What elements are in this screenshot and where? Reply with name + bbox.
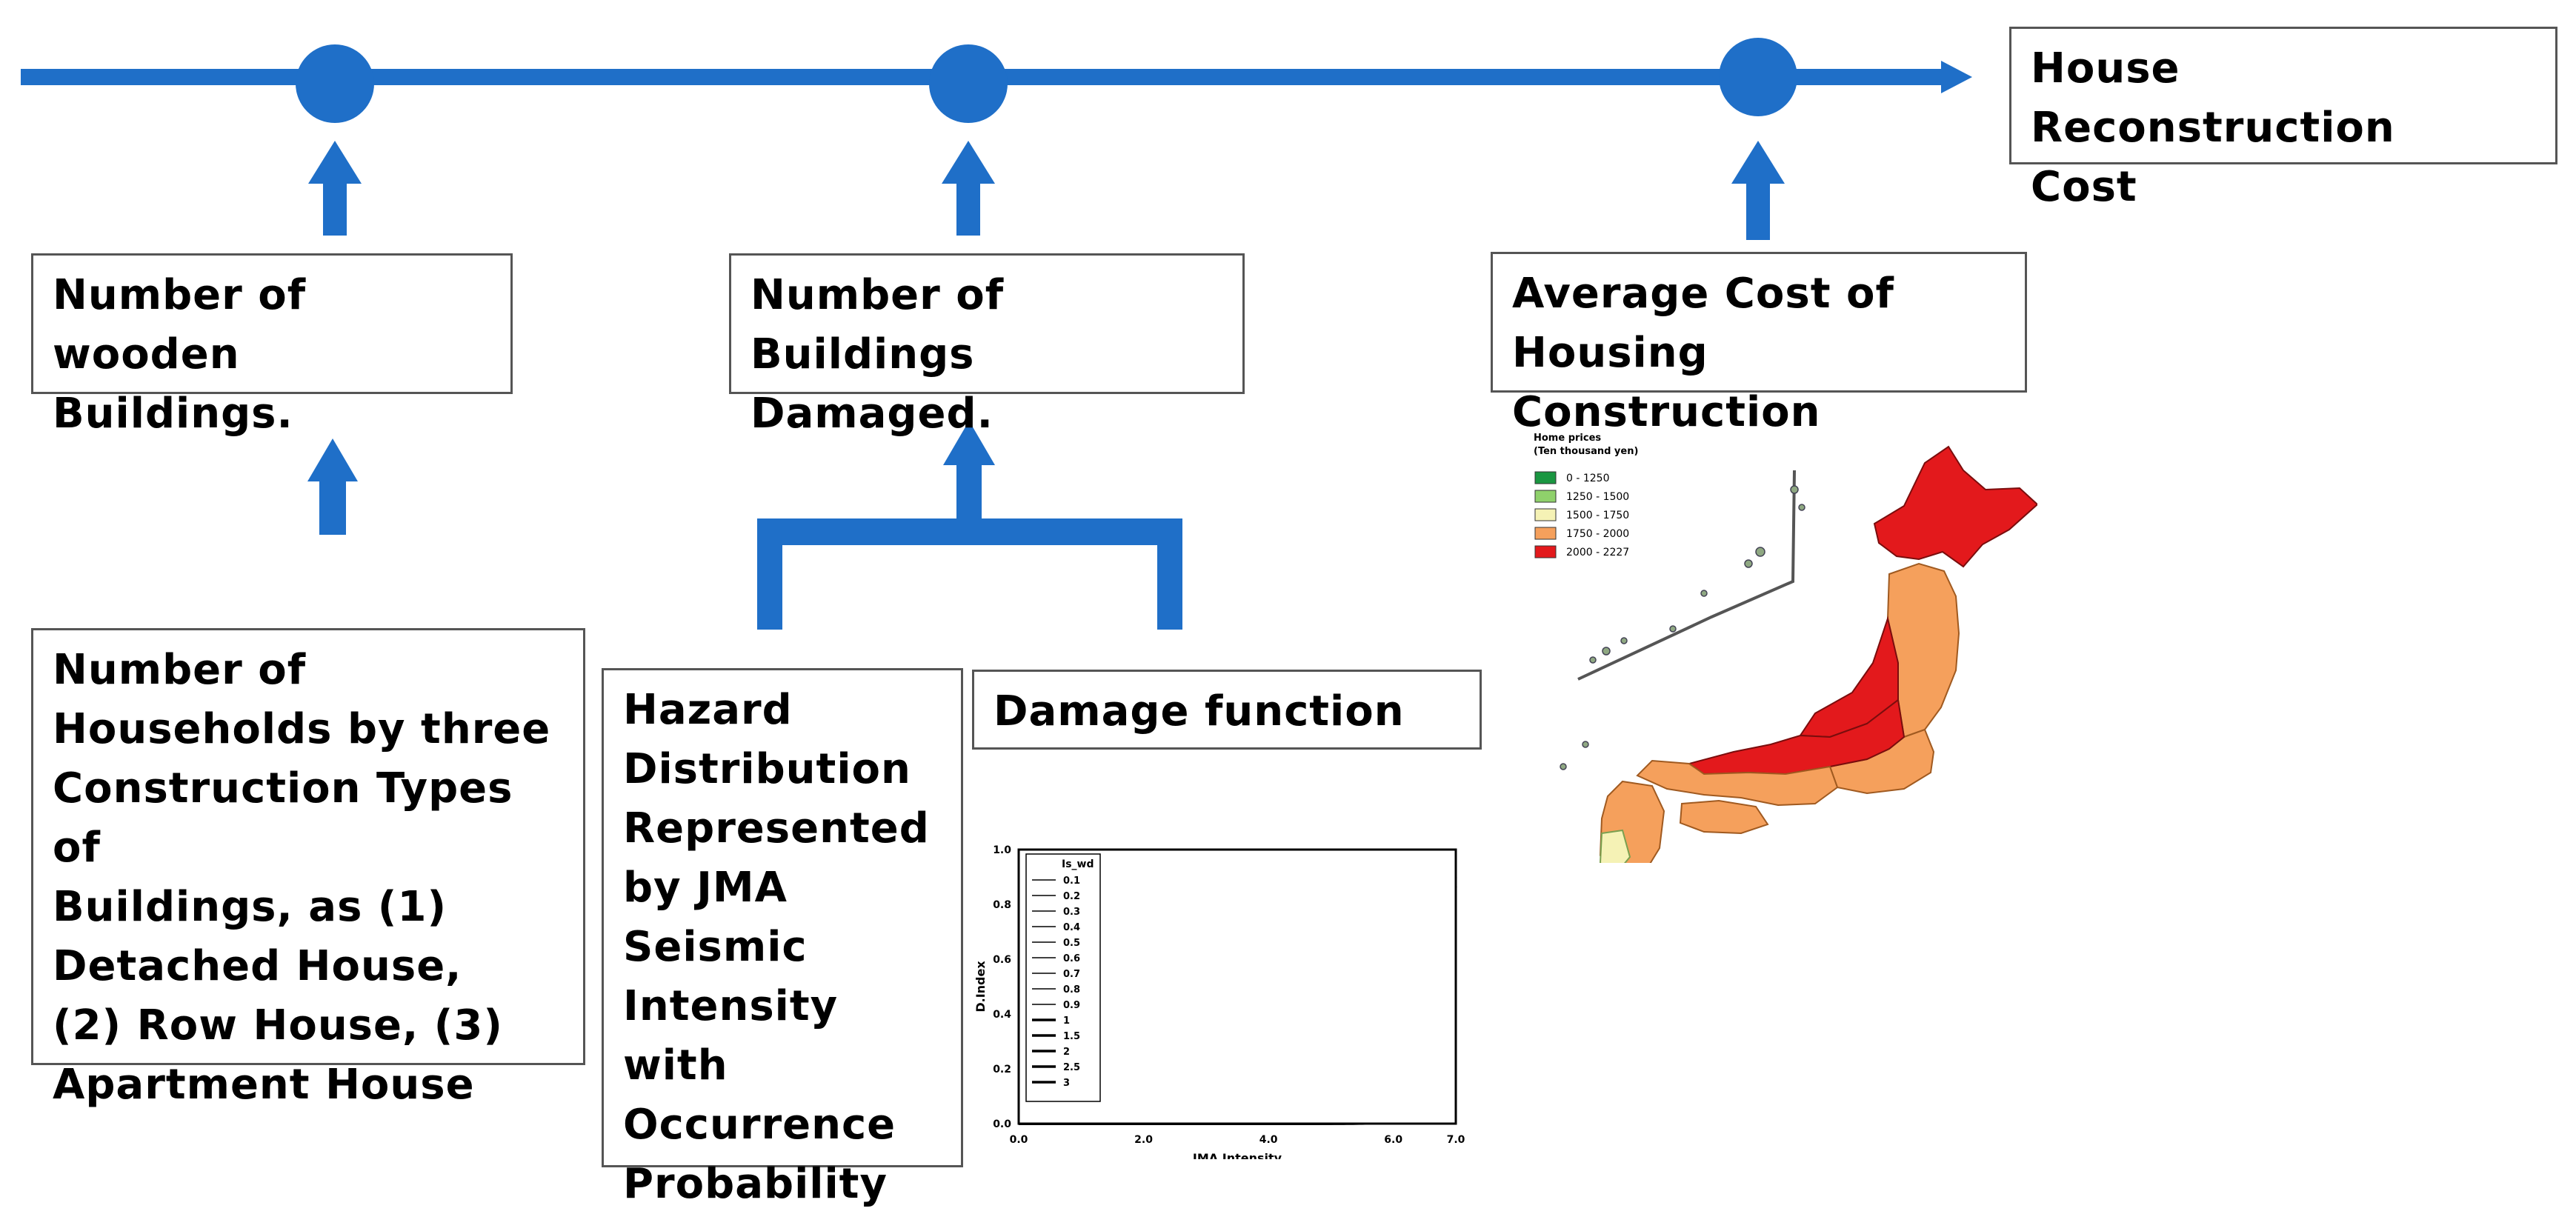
chart-y-axis-label: D.Index bbox=[974, 961, 988, 1013]
map-legend-label: 2000 - 2227 bbox=[1566, 547, 1629, 558]
map-legend-swatch bbox=[1534, 471, 1557, 484]
up-arrow-3 bbox=[1731, 141, 1785, 240]
chart-y-tick-label: 1.0 bbox=[993, 844, 1011, 856]
chart-legend-label: 0.1 bbox=[1063, 876, 1080, 887]
map-legend-label: 1500 - 1750 bbox=[1566, 510, 1629, 521]
chart-legend-label: 2.5 bbox=[1063, 1062, 1080, 1073]
chart-x-tick-label: 0.0 bbox=[1010, 1134, 1028, 1146]
map-legend: Home prices (Ten thousand yen) 0 - 1250 125… bbox=[1534, 433, 1638, 558]
map-islands bbox=[1560, 485, 1805, 770]
chart-y-tick-label: 0.6 bbox=[993, 954, 1011, 966]
map-legend-swatch bbox=[1534, 545, 1557, 558]
chart-legend-label: 0.5 bbox=[1063, 938, 1080, 949]
chart-legend-label: 0.2 bbox=[1063, 891, 1080, 902]
chart-x-tick-label: 4.0 bbox=[1259, 1134, 1278, 1146]
chart-y-tick-label: 0.0 bbox=[993, 1118, 1011, 1130]
timeline-node-1 bbox=[296, 44, 374, 123]
chart-legend-label: 0.7 bbox=[1063, 969, 1080, 980]
map-legend-swatch bbox=[1534, 490, 1557, 503]
up-arrow-1 bbox=[308, 141, 362, 236]
chart-y-tick-label: 0.2 bbox=[993, 1064, 1011, 1075]
house-reconstruction-cost-box: House Reconstruction Cost bbox=[2009, 27, 2557, 211]
chart-legend-label: 2 bbox=[1063, 1047, 1070, 1058]
map-legend-swatch bbox=[1534, 508, 1557, 521]
timeline-node-3 bbox=[1719, 38, 1797, 116]
bracket-arrow bbox=[757, 421, 1182, 630]
chart-x-axis-label: JMA Intensity bbox=[1192, 1151, 1282, 1159]
wooden-buildings-box: Number of wooden Buildings. bbox=[31, 253, 513, 438]
map-kyushu-green bbox=[1599, 829, 1631, 863]
up-arrow-2 bbox=[942, 141, 995, 236]
chart-x-tick-label: 7.0 bbox=[1447, 1134, 1465, 1146]
chart-x-tick-label: 2.0 bbox=[1134, 1134, 1153, 1146]
average-cost-box: Average Cost of Housing Construction bbox=[1491, 252, 2027, 436]
map-legend-label: 0 - 1250 bbox=[1566, 473, 1610, 484]
map-legend-label: 1750 - 2000 bbox=[1566, 528, 1629, 540]
map-legend-swatch bbox=[1534, 527, 1557, 540]
timeline-node-2 bbox=[929, 44, 1008, 123]
map-legend-title: (Ten thousand yen) bbox=[1534, 446, 1638, 457]
chart-y-tick-label: 0.8 bbox=[993, 899, 1011, 911]
chart-y-tick-label: 0.4 bbox=[993, 1009, 1011, 1021]
map-inset-border bbox=[1577, 470, 1796, 681]
damage-function-box: Damage function bbox=[972, 670, 1482, 750]
chart-legend-label: 1 bbox=[1063, 1015, 1070, 1027]
buildings-damaged-box: Number of Buildings Damaged. bbox=[729, 253, 1245, 438]
up-arrow-households bbox=[307, 438, 358, 535]
chart-legend-title: Is_wd bbox=[1062, 858, 1094, 870]
chart-legend-label: 0.4 bbox=[1063, 922, 1080, 933]
chart-legend-label: 0.9 bbox=[1063, 1000, 1080, 1011]
map-chugoku bbox=[1636, 759, 1839, 807]
map-legend-title: Home prices bbox=[1534, 433, 1601, 444]
timeline-arrowhead bbox=[1941, 61, 1972, 93]
chart-x-tick-label: 6.0 bbox=[1384, 1134, 1402, 1146]
chart-legend: Is_wd 0.1 0.2 0.3 0.4 0.5 0.6 0.7 0.8 0.9 1 1.5 2 2.5… bbox=[1025, 853, 1101, 1102]
chart-legend-label: 0.3 bbox=[1063, 907, 1080, 918]
map-hokkaido bbox=[1873, 445, 2037, 568]
map-legend-label: 1250 - 1500 bbox=[1566, 491, 1629, 503]
households-box: Number of Households by three Constructi… bbox=[31, 628, 585, 1109]
chart-legend-label: 3 bbox=[1063, 1078, 1070, 1089]
home-price-map: Home prices (Ten thousand yen) 0 - 1250 125… bbox=[1534, 433, 2037, 863]
map-shikoku bbox=[1679, 799, 1769, 835]
hazard-distribution-box: Hazard Distribution Represented by JMA S… bbox=[602, 668, 963, 1208]
chart-legend-label: 1.5 bbox=[1063, 1031, 1080, 1042]
chart-legend-label: 0.6 bbox=[1063, 953, 1080, 964]
chart-legend-label: 0.8 bbox=[1063, 984, 1080, 995]
